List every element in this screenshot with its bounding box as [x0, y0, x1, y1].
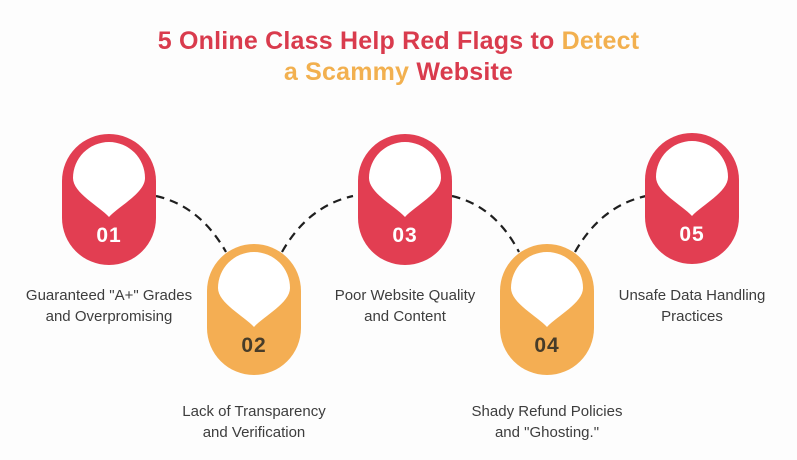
step-marker-03: 03: [358, 134, 452, 265]
step-marker-01: 01: [62, 134, 156, 265]
step-number: 05: [679, 223, 705, 246]
connector-line-3-4: [451, 194, 520, 253]
step-marker-05: 05: [645, 133, 739, 264]
location-pin-icon: [645, 133, 739, 264]
step-number: 01: [96, 224, 122, 247]
location-pin-icon: [358, 134, 452, 265]
title-line2-red-text: Website: [416, 58, 514, 86]
step-number: 02: [241, 334, 267, 357]
location-pin-icon: [207, 244, 301, 375]
step-marker-04: 04: [500, 244, 594, 375]
infographic-title: 5 Online Class Help Red Flags to Detect …: [0, 26, 797, 88]
step-marker-02: 02: [207, 244, 301, 375]
title-line-2: a Scammy Website: [0, 57, 797, 88]
title-line1-red-text: 5 Online Class Help Red Flags to: [157, 27, 562, 55]
step-label-05: Unsafe Data Handling Practices: [618, 287, 766, 325]
location-pin-icon: [62, 134, 156, 265]
step-number: 04: [534, 334, 560, 357]
connector-line-4-5: [574, 194, 647, 253]
connector-line-1-2: [155, 194, 227, 253]
step-label-01: Guaranteed "A+" Grades and Overpromising: [25, 287, 193, 325]
location-pin-icon: [500, 244, 594, 375]
title-line2-yellow-text: a Scammy: [283, 58, 417, 86]
step-label-03: Poor Website Quality and Content: [334, 287, 476, 325]
title-line1-yellow-text: Detect: [561, 27, 640, 55]
connector-line-2-3: [281, 194, 354, 253]
step-label-04: Shady Refund Policies and "Ghosting.": [471, 403, 623, 441]
title-line-1: 5 Online Class Help Red Flags to Detect: [0, 26, 797, 57]
step-number: 03: [392, 224, 418, 247]
step-label-02: Lack of Transparency and Verification: [182, 403, 326, 441]
